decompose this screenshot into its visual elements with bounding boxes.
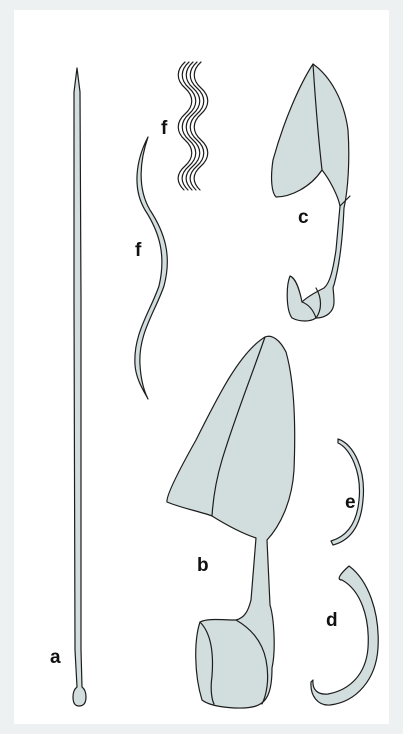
spicule-f-thread-shape xyxy=(135,137,168,399)
spicule-c-shape xyxy=(272,64,350,321)
label-e: e xyxy=(345,493,356,512)
spicule-b-shape xyxy=(167,336,295,708)
spicule-a-shape xyxy=(73,68,86,706)
label-a: a xyxy=(50,648,61,667)
label-f-upper: f xyxy=(161,119,167,138)
label-d: d xyxy=(326,611,338,630)
label-f-lower: f xyxy=(135,241,141,260)
spicule-d-shape xyxy=(311,566,378,705)
label-c: c xyxy=(298,208,309,227)
spicule-f-bundle-shape xyxy=(178,62,208,190)
label-b: b xyxy=(197,556,209,575)
